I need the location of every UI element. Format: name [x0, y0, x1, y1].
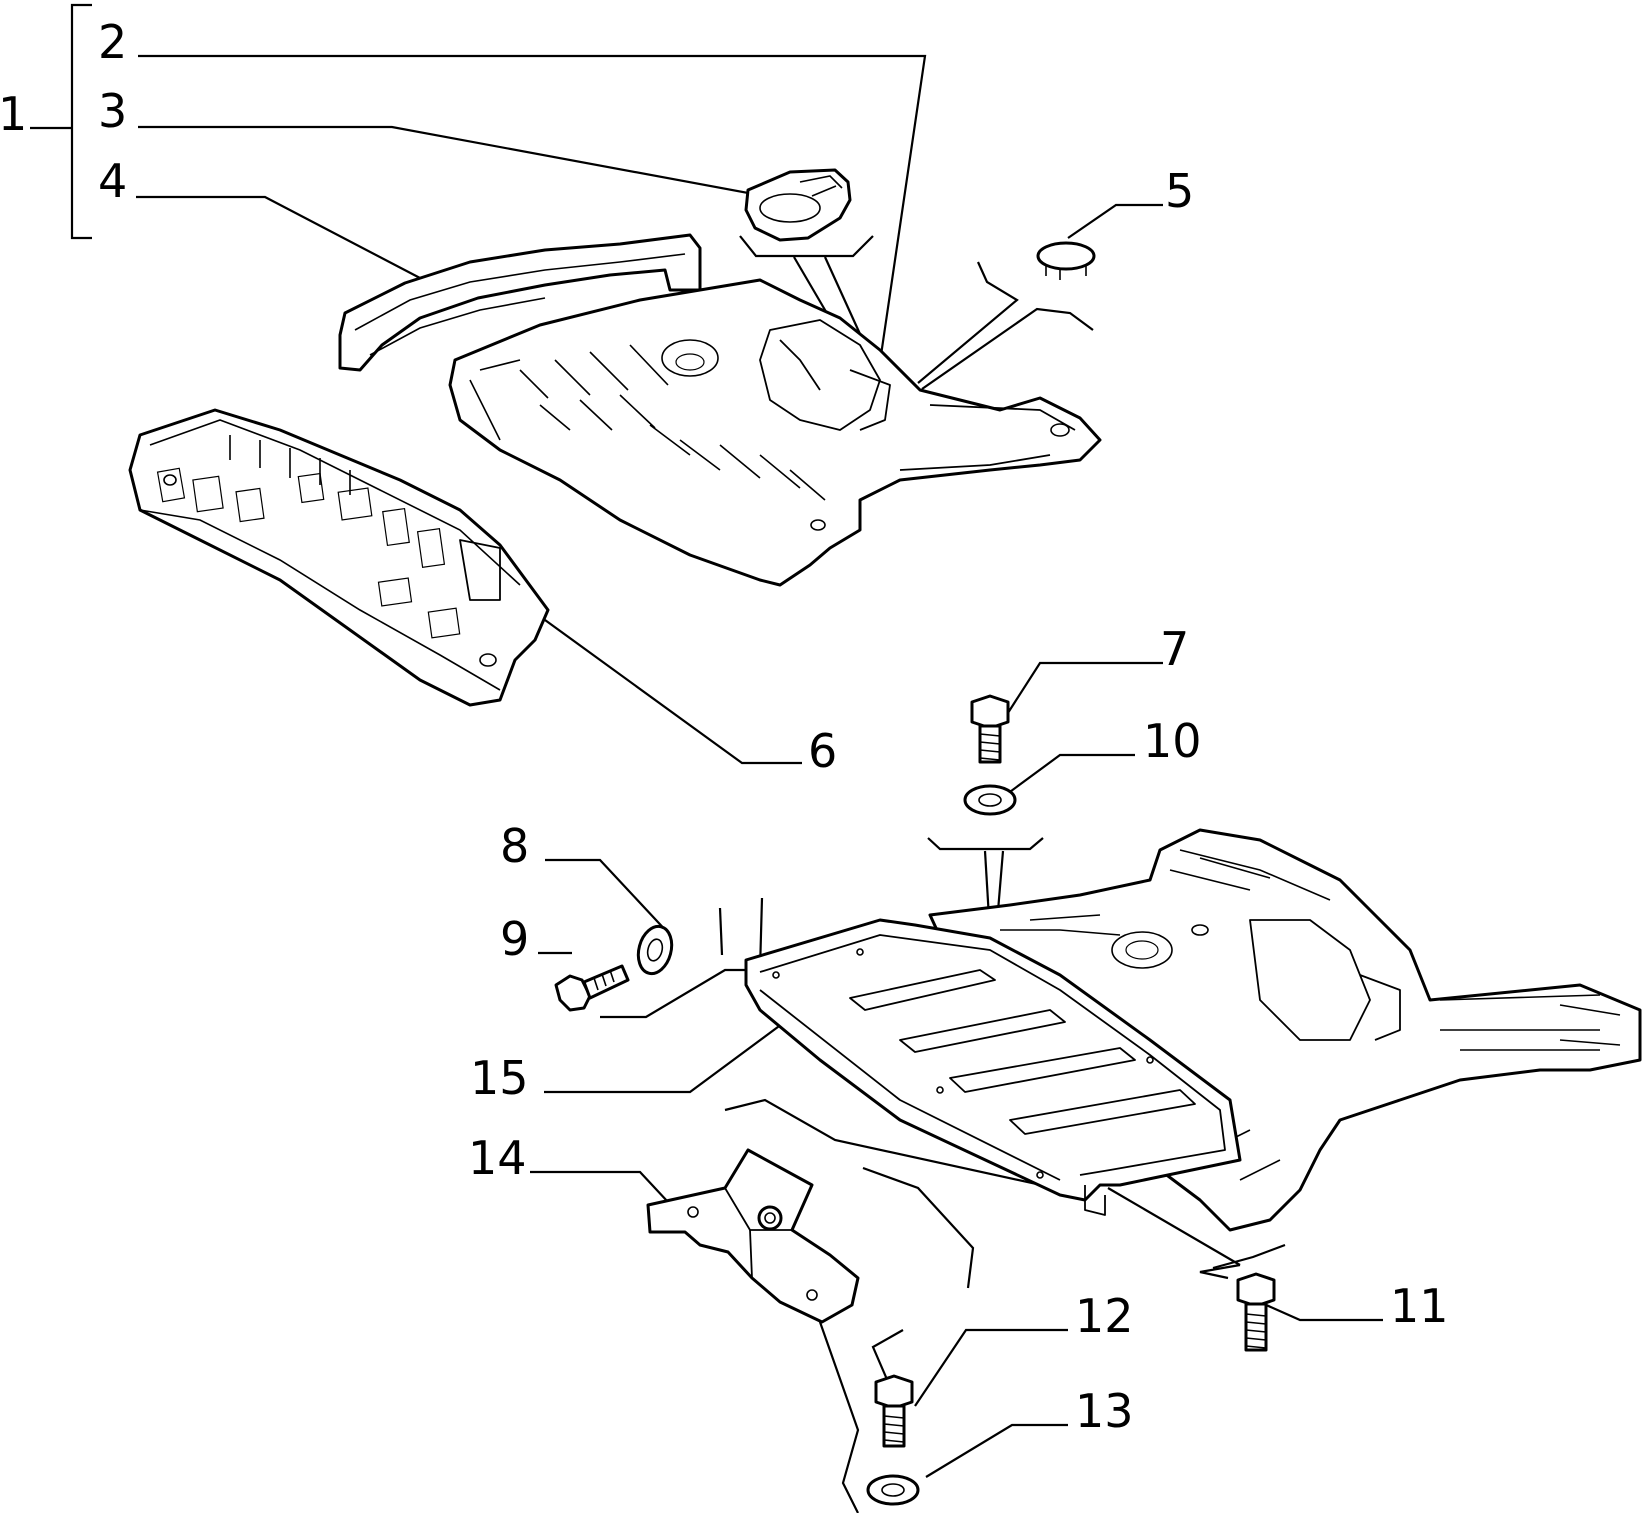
callout-3: 3 — [98, 84, 127, 138]
callout-9: 9 — [500, 912, 529, 966]
part-10-washer — [963, 784, 1017, 816]
part-6-crossmember — [128, 408, 550, 707]
callout-12: 12 — [1075, 1289, 1134, 1343]
callout-4: 4 — [98, 154, 127, 208]
part-4-rail — [338, 233, 702, 372]
part-5-plug — [1036, 241, 1096, 280]
callout-2: 2 — [98, 15, 127, 69]
callout-15: 15 — [470, 1051, 529, 1105]
part-7-bolt — [970, 694, 1010, 764]
part-9-bolt — [554, 964, 630, 1012]
callout-5: 5 — [1165, 164, 1194, 218]
group-bracket-1 — [30, 3, 92, 240]
callout-11: 11 — [1390, 1279, 1449, 1333]
part-11-bolt — [1236, 1272, 1276, 1352]
part-12-bolt — [874, 1374, 914, 1448]
callout-14: 14 — [468, 1131, 527, 1185]
callout-8: 8 — [500, 819, 529, 873]
part-2-rear-floor-pan — [448, 278, 1102, 587]
part-15-frame — [744, 918, 1242, 1216]
callout-6: 6 — [808, 724, 837, 778]
part-8-washer — [636, 924, 674, 976]
callout-10: 10 — [1143, 714, 1202, 768]
part-13-washer — [866, 1474, 920, 1506]
callout-13: 13 — [1075, 1384, 1134, 1438]
callout-labels: 1 2 3 4 5 6 7 8 9 10 11 12 13 14 15 — [0, 15, 1449, 1438]
leader-lines — [136, 54, 1383, 1513]
part-3-cup — [744, 168, 852, 242]
callout-7: 7 — [1160, 622, 1189, 676]
callout-1: 1 — [0, 87, 27, 141]
part-14-bracket — [646, 1148, 860, 1324]
